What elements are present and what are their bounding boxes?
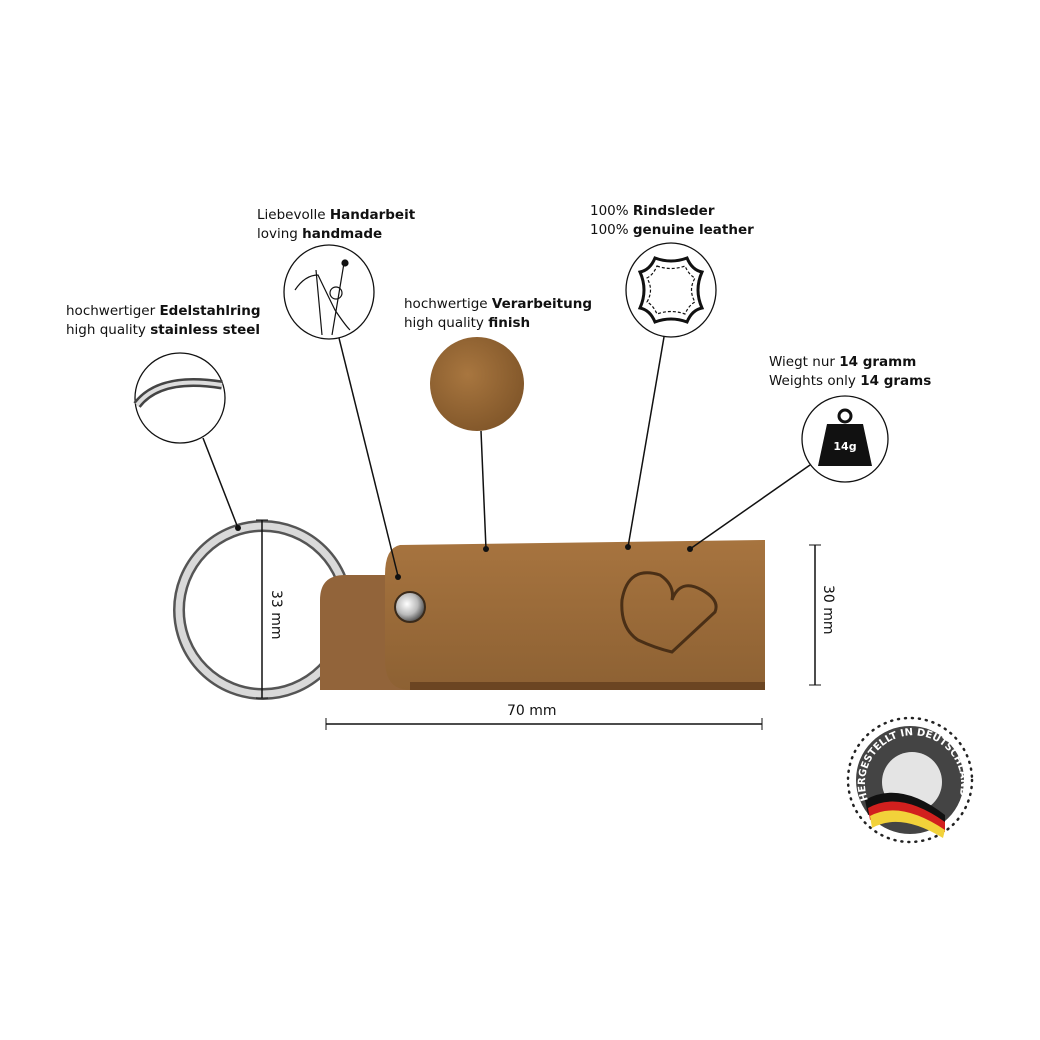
key-ring-closeup-icon xyxy=(133,378,223,408)
leather-texture-swatch-icon xyxy=(430,337,524,431)
svg-text:high quality finish: high quality finish xyxy=(404,315,530,331)
svg-text:Wiegt nur 14 gramm: Wiegt nur 14 gramm xyxy=(769,354,916,370)
made-in-germany-badge: HERGESTELLT IN DEUTSCHLAND xyxy=(846,716,974,844)
svg-text:Liebevolle Handarbeit: Liebevolle Handarbeit xyxy=(257,207,416,223)
leather-hide-icon xyxy=(637,256,705,324)
callout-handmade: Liebevolle Handarbeit loving handmade xyxy=(257,207,416,580)
heart-emboss-icon xyxy=(620,571,718,654)
dimension-ring: 33 mm xyxy=(256,519,284,699)
rivet xyxy=(394,591,426,623)
dimension-width: 30 mm xyxy=(809,544,836,686)
length-label: 70 mm xyxy=(507,703,557,719)
weight-icon: 14g xyxy=(818,408,872,466)
width-label: 30 mm xyxy=(820,585,836,635)
svg-text:loving handmade: loving handmade xyxy=(257,226,382,242)
svg-text:14g: 14g xyxy=(833,440,856,453)
callout-stainless-steel: hochwertiger Edelstahlring high quality … xyxy=(66,303,261,531)
needle-thread-icon xyxy=(294,259,351,336)
svg-text:hochwertige Verarbeitung: hochwertige Verarbeitung xyxy=(404,296,592,312)
callout-genuine-leather: 100% Rindsleder 100% genuine leather xyxy=(590,203,754,550)
leather-strap xyxy=(320,540,765,690)
svg-text:100% Rindsleder: 100% Rindsleder xyxy=(590,203,715,219)
svg-text:hochwertiger Edelstahlring: hochwertiger Edelstahlring xyxy=(66,303,261,319)
callout-weight: Wiegt nur 14 gramm Weights only 14 grams… xyxy=(687,354,931,552)
dimension-length: 70 mm xyxy=(325,703,763,730)
ring-diameter-label: 33 mm xyxy=(268,590,284,640)
callout-finish: hochwertige Verarbeitung high quality fi… xyxy=(404,296,592,552)
svg-text:Weights only 14 grams: Weights only 14 grams xyxy=(769,373,931,389)
svg-text:high quality stainless steel: high quality stainless steel xyxy=(66,322,260,338)
svg-text:100% genuine leather: 100% genuine leather xyxy=(590,222,754,238)
